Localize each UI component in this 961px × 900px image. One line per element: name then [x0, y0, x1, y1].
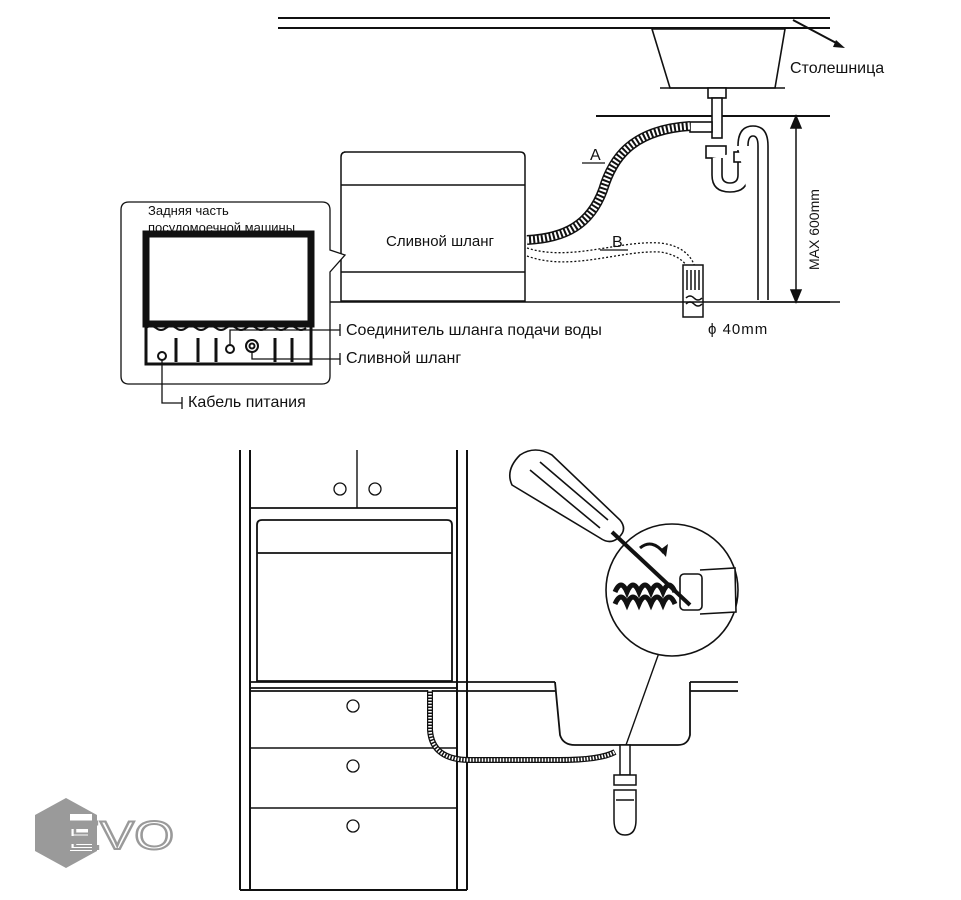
- hose-b-label: B: [612, 234, 623, 251]
- evo-logo: EVO: [65, 813, 175, 859]
- water-inlet-connector-label: Соединитель шланга подачи воды: [346, 322, 602, 339]
- detail-title-line2: посудомоечной машины: [148, 220, 296, 235]
- dishwasher-back-view: [142, 230, 315, 366]
- dishwasher-side: [340, 151, 526, 302]
- evo-logo-mark: [35, 798, 97, 868]
- siphon: [689, 87, 769, 300]
- pipe-diameter-label: ϕ 40mm: [708, 321, 769, 338]
- standpipe: [682, 264, 704, 318]
- bottom-siphon: [613, 744, 637, 836]
- bottom-countertop: [250, 681, 738, 746]
- drain-hose-a: [526, 121, 691, 245]
- zoom-detail-circle: [605, 523, 739, 746]
- drain-hose-center-label: Сливной шланг: [386, 233, 494, 250]
- countertop-label: Столешница: [790, 60, 885, 77]
- hose-clamp-detail: [612, 542, 737, 615]
- bottom-drain-hose: [427, 690, 617, 763]
- callout-leaders: [161, 324, 341, 409]
- power-cable-label: Кабель питания: [188, 394, 306, 411]
- kitchen-cabinet: [239, 450, 468, 891]
- detail-title-line1: Задняя часть: [148, 203, 229, 218]
- drain-hose-label: Сливной шланг: [346, 350, 462, 367]
- max-height-label: MAX 600mm: [806, 189, 822, 270]
- evo-logo-text: EVO: [66, 814, 174, 858]
- screwdriver-icon: [509, 449, 692, 607]
- countertop: [278, 17, 845, 48]
- hose-a-label: A: [590, 147, 601, 164]
- sink-bowl: [650, 28, 786, 89]
- drain-hose-b: [526, 242, 696, 271]
- built-in-dishwasher: [256, 519, 453, 682]
